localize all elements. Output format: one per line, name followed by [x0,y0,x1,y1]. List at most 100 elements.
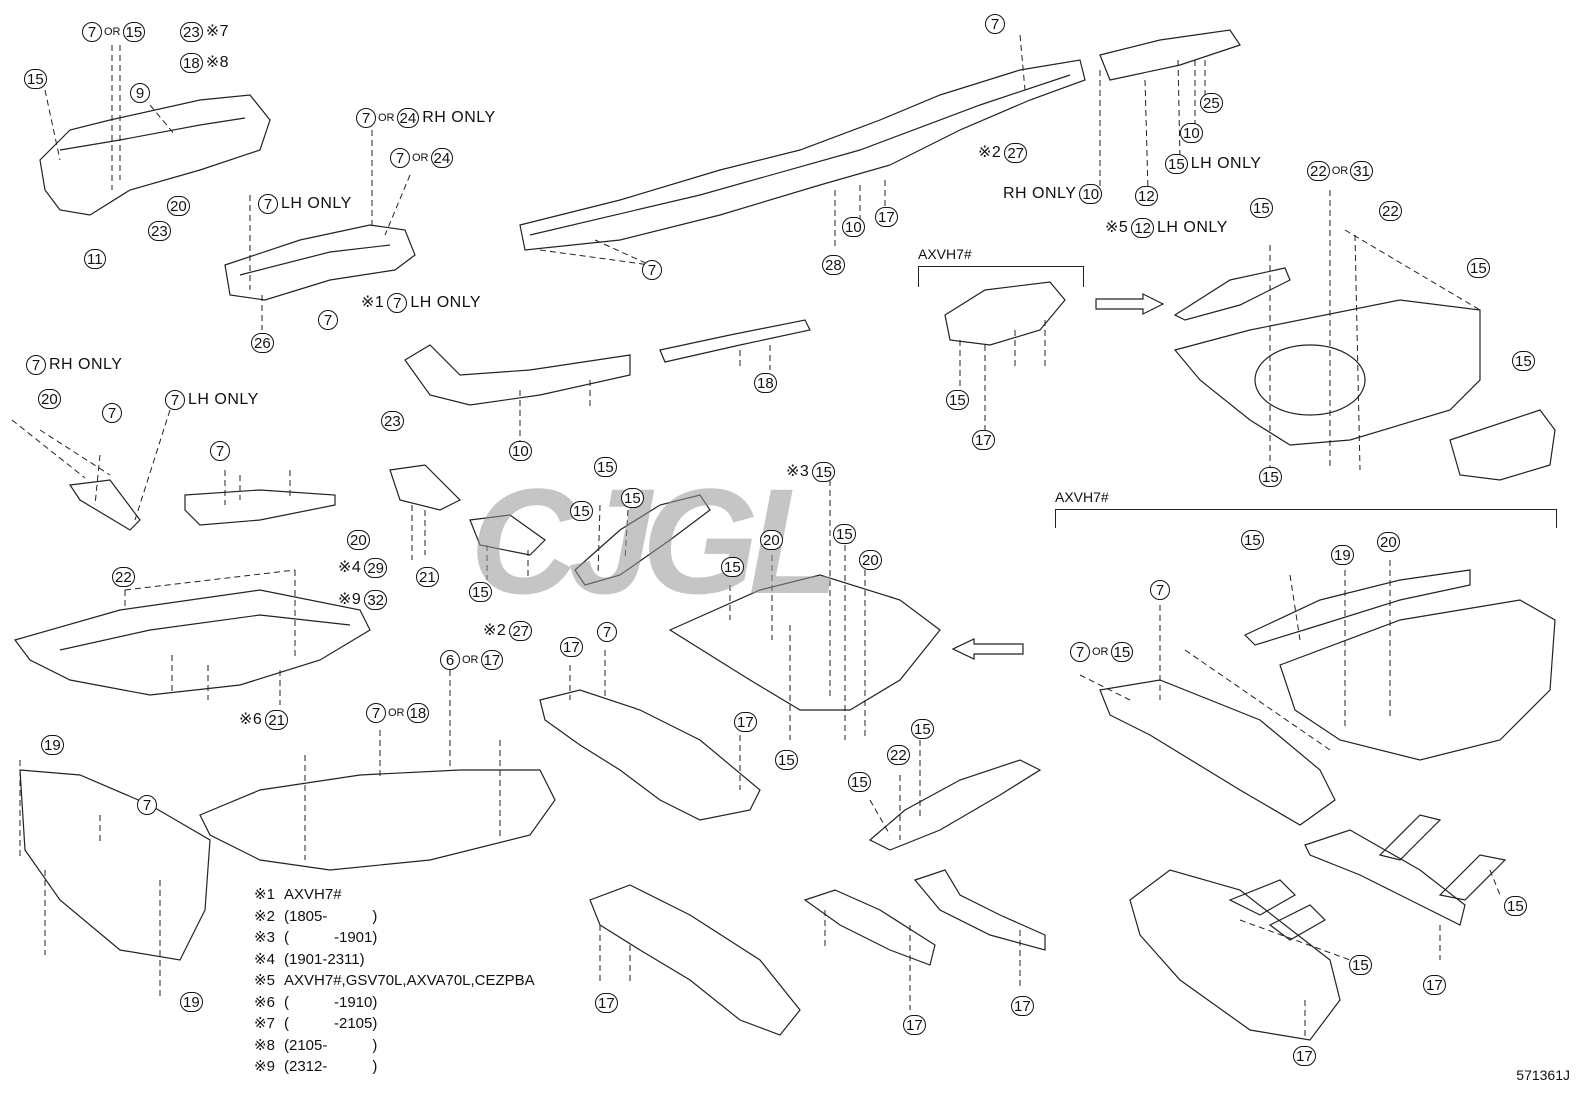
section-label-b: AXVH7# [1055,489,1109,505]
callout-15-r: 15 [1504,896,1527,916]
callout-12-a: 12 [1135,186,1158,206]
callout-19-a: 19 [41,735,64,755]
callout-7-f: 7 [210,441,230,461]
footnote-9: ※9(2312- ) [254,1058,378,1075]
callout-20-b: 20 [38,389,61,409]
callout-7-g: 7 [597,622,617,642]
lower-reinforcement-part [803,889,936,966]
callout-21-a: 21 [416,567,439,587]
front-side-member-part [519,59,1086,251]
footnote-4: ※4(1901-2311) [254,950,365,968]
callout-15-m: 15 [775,750,798,770]
callout-22-b: 22 [112,567,135,587]
callout-15-j: 15 [621,488,644,508]
callout-7-e: 7 [102,403,122,423]
callout-7-d: 7 [642,260,662,280]
cowl-panel-part [199,769,556,871]
callout-15-a: 15 [24,69,47,89]
dash-lower-panel-part [19,769,211,961]
callout-20-a: 20 [167,196,190,216]
section-bracket-b [1055,509,1557,528]
callout-15-h: 15 [594,457,617,477]
callout-23-note7: 23※7 [180,22,232,42]
right-lower-assembly-part [1129,869,1341,1041]
support-bracket-2-part [469,514,546,556]
callout-20-e: 20 [859,550,882,570]
callout-17-g: 17 [1011,996,1034,1016]
callout-23-a: 23 [148,221,171,241]
callout-15-p: 15 [1241,530,1264,550]
callout-19-c: 19 [1331,545,1354,565]
rear-end-panel-part [1449,409,1556,481]
right-lower-bracket-2-part [1268,904,1326,941]
upper-rear-panel-part [1173,267,1291,321]
arrow-left-icon [952,638,1024,660]
callout-15-d: 15 [1467,258,1490,278]
callout-17-c: 17 [560,637,583,657]
dash-panel-assembly-part [39,94,271,216]
callout-19-b: 19 [180,992,203,1012]
callout-18-note8: 18※8 [180,53,232,73]
callout-10-c: 10 [509,441,532,461]
callout-10-b: 10 [1180,123,1203,143]
callout-28: 28 [822,255,845,275]
callout-17-b: 17 [972,430,995,450]
callout-7-c: 7 [985,14,1005,34]
tunnel-brace-part [574,494,711,586]
rocker-reinforcement-part [404,344,631,406]
callout-15-i: 15 [570,501,593,521]
right-small-brace-part [1378,814,1442,861]
callout-15-e: 15 [1512,351,1535,371]
small-brace-part [659,319,811,363]
callout-17-d: 17 [734,712,757,732]
center-floor-pan-part [668,574,941,711]
callout-9: 9 [130,83,150,103]
callout-17-e: 17 [595,993,618,1013]
callout-17-i: 17 [1293,1046,1316,1066]
right-rear-brace-part [1304,829,1466,926]
right-crossmember-part [1099,679,1336,826]
callout-7-i: 7 [1150,580,1170,600]
callout-20-c: 20 [347,530,370,550]
callout-15-q: 15 [1349,955,1372,975]
mid-bracket-part [868,759,1042,851]
floor-brace-center-part [184,489,336,526]
upper-dash-brace-part [224,224,416,301]
callout-11: 11 [84,249,106,269]
callout-15-b: 15 [1250,198,1273,218]
footnote-6: ※6( -1910) [254,993,378,1011]
floor-brace-left-part [68,479,141,531]
arrow-right-icon [1095,293,1165,315]
callout-15-g: 15 [469,582,492,602]
callout-23-b: 23 [381,411,404,431]
section-label-a: AXVH7# [918,246,972,262]
rear-side-panel-part [539,689,761,821]
rear-floor-pan-part [1173,299,1481,446]
callout-7-h: 7 [137,795,157,815]
callout-17-f: 17 [903,1015,926,1035]
callout-18-b: 18 [754,373,777,393]
axvh-small-panel-part [944,281,1066,346]
callout-20-d: 20 [760,530,783,550]
callout-15-f: 15 [1259,467,1282,487]
